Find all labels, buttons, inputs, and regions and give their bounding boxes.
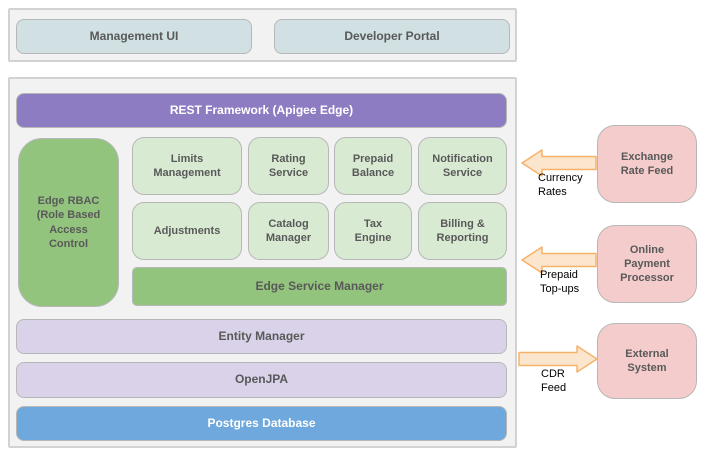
service-box-limits-management: Limits Management <box>132 137 242 195</box>
developer-portal-box: Developer Portal <box>274 19 510 54</box>
prepaid-topups-flow-label: Prepaid Top-ups <box>540 269 580 295</box>
postgres-database-bar: Postgres Database <box>16 406 507 441</box>
external-system-box: External System <box>597 323 697 399</box>
service-box-billing-reporting: Billing & Reporting <box>418 202 507 260</box>
exchange-rate-feed-box: Exchange Rate Feed <box>597 125 697 203</box>
currency-rates-arrow-icon <box>521 149 597 177</box>
service-box-catalog-manager: Catalog Manager <box>248 202 329 260</box>
online-payment-processor-box: Online Payment Processor <box>597 225 697 303</box>
rest-framework-bar: REST Framework (Apigee Edge) <box>16 93 507 128</box>
management-ui-label: Management UI <box>89 28 179 43</box>
platform-panel: REST Framework (Apigee Edge) Edge RBAC (… <box>8 77 517 448</box>
service-box-adjustments: Adjustments <box>132 202 242 260</box>
edge-service-manager-bar: Edge Service Manager <box>132 267 507 306</box>
service-box-prepaid-balance: Prepaid Balance <box>334 137 412 195</box>
edge-rbac-box: Edge RBAC (Role Based Access Control <box>18 138 119 307</box>
edge-rbac-label: Edge RBAC (Role Based Access Control <box>36 194 101 250</box>
openjpa-bar: OpenJPA <box>16 362 507 398</box>
developer-portal-label: Developer Portal <box>344 28 440 43</box>
service-box-notification-service: Notification Service <box>418 137 507 195</box>
clients-panel: Management UI Developer Portal <box>8 8 517 62</box>
service-box-rating-service: Rating Service <box>248 137 329 195</box>
cdr-feed-arrow-icon <box>518 345 598 373</box>
prepaid-topups-arrow-icon <box>521 246 597 274</box>
currency-rates-flow-label: Currency Rates <box>538 172 583 198</box>
cdr-feed-flow-label: CDR Feed <box>541 368 567 394</box>
management-ui-box: Management UI <box>16 19 252 54</box>
rest-framework-label: REST Framework (Apigee Edge) <box>169 102 354 117</box>
service-box-tax-engine: Tax Engine <box>334 202 412 260</box>
entity-manager-bar: Entity Manager <box>16 319 507 354</box>
